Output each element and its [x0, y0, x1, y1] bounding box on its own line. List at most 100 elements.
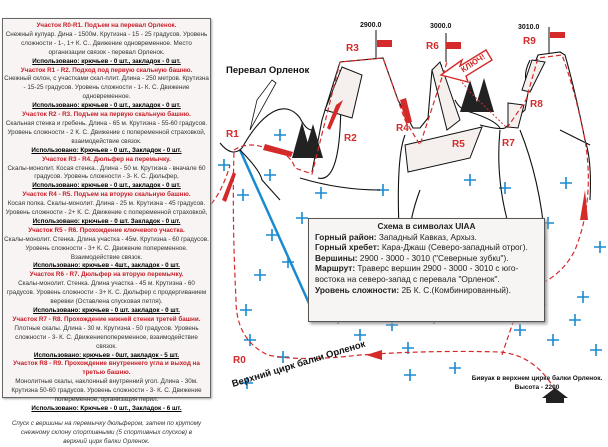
info-value: 2900 - 3000 - 3010 ("Северные зубкu").: [357, 252, 509, 263]
section-body: Снежный кулуар. Дина - 1500м. Крутизна -…: [5, 30, 208, 56]
key-arrow: КЛЮЧ!: [439, 49, 493, 84]
info-row-difficulty: Уровень сложности: 2Б К. С.(Комбинирован…: [315, 285, 538, 296]
snow-cross-icon: [404, 369, 416, 381]
arrow-icon: [400, 98, 412, 124]
route-sections-panel: Участок R0-R1. Подъем на перевал Орленок…: [2, 18, 211, 445]
section-body: Монолитные скалы, наклонный внутренний у…: [11, 378, 202, 404]
snow-cross-icon: [264, 169, 276, 181]
tree-icon: [460, 80, 480, 112]
info-row-summits: Вершины: 2900 - 3000 - 3010 ("Северные з…: [315, 253, 538, 264]
tree-icon: [474, 78, 494, 112]
snow-cross-icon: [514, 324, 526, 336]
point-r8: R8: [530, 99, 543, 110]
section-title: Участок R0-R1. Подъем на перевал Орленок…: [36, 22, 177, 29]
arrow-icon: [263, 144, 293, 157]
arrow-icon: [327, 100, 343, 130]
pass-label: Перевал Орленок: [226, 65, 310, 76]
bivouac-label: Бивуак в верхнем цирке балки Орленок.: [472, 374, 603, 382]
section-body: Плотные скалы. Длина - 30 м. Крутизна - …: [14, 324, 199, 350]
section-used: Использовано: крючьев - 0 шт. закладок -…: [33, 307, 180, 314]
point-r2: R2: [344, 133, 357, 144]
rock-slab-r6: [431, 61, 461, 131]
arrow-icon: [580, 190, 588, 220]
route-section: Участок R8 - R9. Прохождение внутреннего…: [4, 360, 209, 413]
descent-note: Спуск с вершины на перемычку дюльфером, …: [11, 419, 202, 445]
route-section: Участок R3 - R4. Дюльфер на перемычку.Ск…: [4, 156, 209, 192]
section-title: Участок R1 - R2. Подход под первую скаль…: [20, 66, 193, 74]
snow-cross-icon: [354, 329, 366, 341]
info-label: Уровень сложности:: [315, 284, 400, 295]
point-r5: R5: [452, 139, 465, 150]
point-r4: R4: [396, 123, 409, 134]
snow-cross-icon: [244, 334, 256, 346]
route-section: Участок R4 - R5. Подъем на вторую скальн…: [4, 191, 209, 227]
point-r1: R1: [226, 129, 239, 140]
rock-slab-r9: [521, 59, 546, 93]
section-used: Использовано: Крючьев - 0 шт., Закладок …: [31, 146, 182, 154]
section-title: Участок R2 - R3. Подъем на первую скальн…: [22, 111, 191, 119]
tree-icons: [292, 78, 494, 158]
info-value: Траверс вершин 2900 - 3000 - 3010 с юго-…: [315, 263, 519, 284]
section-title: Участок R7 - R8. Прохождение нижней стен…: [12, 315, 201, 323]
bivouac-tent-icon: [542, 388, 568, 403]
flag-icon: [550, 32, 565, 38]
section-body: Скалы-монолит. Стенка. Длина участка - 4…: [4, 235, 209, 261]
point-r0: R0: [233, 355, 246, 366]
snow-cross-icon: [594, 241, 606, 253]
section-body: Скалы-монолит. Косая стенка.. Длина - 50…: [7, 164, 206, 181]
arrow-icon: [366, 350, 382, 360]
snow-cross-icon: [577, 291, 589, 303]
info-label: Горный хребет:: [315, 242, 380, 253]
snow-cross-icon: [296, 212, 308, 224]
section-used: Использовано: крючьев - 0 шт., закладок …: [32, 182, 181, 190]
snow-cross-icon: [237, 189, 249, 201]
snow-cross-icon: [464, 174, 476, 186]
section-title: Участок R6 - R7. Дюльфер на вторую перем…: [29, 271, 184, 279]
section-title: Участок R8 - R9. Прохождение внутреннего…: [13, 360, 200, 377]
cirque-label: Верхний цирк балки Орленок: [231, 339, 367, 390]
info-value: Кара-Джаш (Северо-западный отрог).: [379, 242, 528, 253]
info-title: Схема в символах UIAA: [377, 221, 476, 231]
flag-icon: [446, 42, 461, 49]
route-section: Участок R2 - R3. Подъем на первую скальн…: [4, 111, 209, 156]
point-r9: R9: [523, 36, 536, 47]
section-used: Использовано: крючьев - 0 шт., закладок …: [32, 57, 181, 65]
snow-cross-icon: [547, 334, 559, 346]
snow-cross-icon: [266, 229, 278, 241]
section-title: Участок R3 - R4. Дюльфер на перемычку.: [42, 155, 171, 163]
couloir-line: [238, 149, 314, 311]
route-section: Участок R6 - R7. Дюльфер на вторую перем…: [4, 271, 209, 316]
info-row-ridge: Горный хребет: Кара-Джаш (Северо-западны…: [315, 242, 538, 253]
snow-cross-icon: [590, 344, 602, 356]
route-section: Участок R1 - R2. Подход под первую скаль…: [4, 67, 209, 112]
snow-cross-icon: [449, 362, 461, 374]
uiaa-info-box: Схема в символах UIAA Горный район: Запа…: [308, 218, 545, 322]
point-r6: R6: [426, 41, 439, 52]
section-body: Косая полка. Скалы-монолит. Длина - 25 м…: [5, 200, 208, 217]
section-title: Участок R4 - R5. Подъем на вторую скальн…: [22, 191, 191, 199]
snow-cross-icon: [569, 314, 581, 326]
snow-cross-icon: [254, 269, 266, 281]
section-body: Скальная стенка и гребень. Длина - 65 м.…: [5, 119, 208, 145]
summit-height-3: 3010.0: [518, 24, 540, 31]
route-section: Участок R5 - R6. Прохождение ключевого у…: [4, 227, 209, 272]
bivouac-height: Высота - 2200: [515, 384, 560, 391]
point-r7: R7: [502, 138, 515, 149]
rock-slab-r2: [324, 66, 363, 119]
snow-cross-icon: [218, 159, 230, 171]
section-title: Участок R5 - R6. Прохождение ключевого у…: [28, 226, 185, 234]
point-r3: R3: [346, 43, 359, 54]
flag-icon: [377, 40, 392, 47]
summit-height-1: 2900.0: [360, 22, 382, 29]
info-row-region: Горный район: Западный Кавказ, Архыз.: [315, 232, 538, 243]
info-value: Западный Кавказ, Архыз.: [376, 231, 477, 242]
info-label: Маршрут:: [315, 263, 356, 274]
info-label: Вершины:: [315, 252, 358, 263]
snow-cross-icon: [560, 177, 572, 189]
route-scheme: КЛЮЧ! 2900.0 3000.0 3010.0 Перевал Орлен…: [199, 22, 606, 403]
summit-height-2: 3000.0: [430, 23, 452, 30]
snow-cross-icon: [315, 187, 327, 199]
snow-cross-icon: [240, 304, 252, 316]
ridge-lines: [219, 51, 591, 261]
section-body: Снежный склон, с участками скал-плит. Дл…: [4, 75, 209, 101]
